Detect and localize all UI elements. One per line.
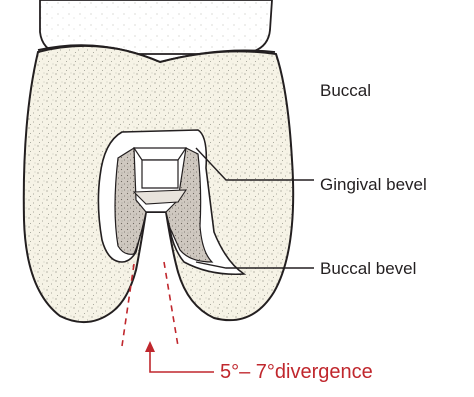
divergence-arrow: [150, 350, 214, 372]
axial-wall: [142, 160, 178, 188]
gingival-bevel: [134, 148, 186, 160]
buccal-bevel-label: Buccal bevel: [320, 260, 416, 277]
divergence-label: 5°– 7°divergence: [220, 362, 373, 382]
buccal-label: Buccal: [320, 82, 371, 99]
arrowhead-up-icon: [145, 341, 155, 352]
gingival-bevel-label: Gingival bevel: [320, 176, 427, 193]
divergence-line-right: [164, 262, 178, 346]
